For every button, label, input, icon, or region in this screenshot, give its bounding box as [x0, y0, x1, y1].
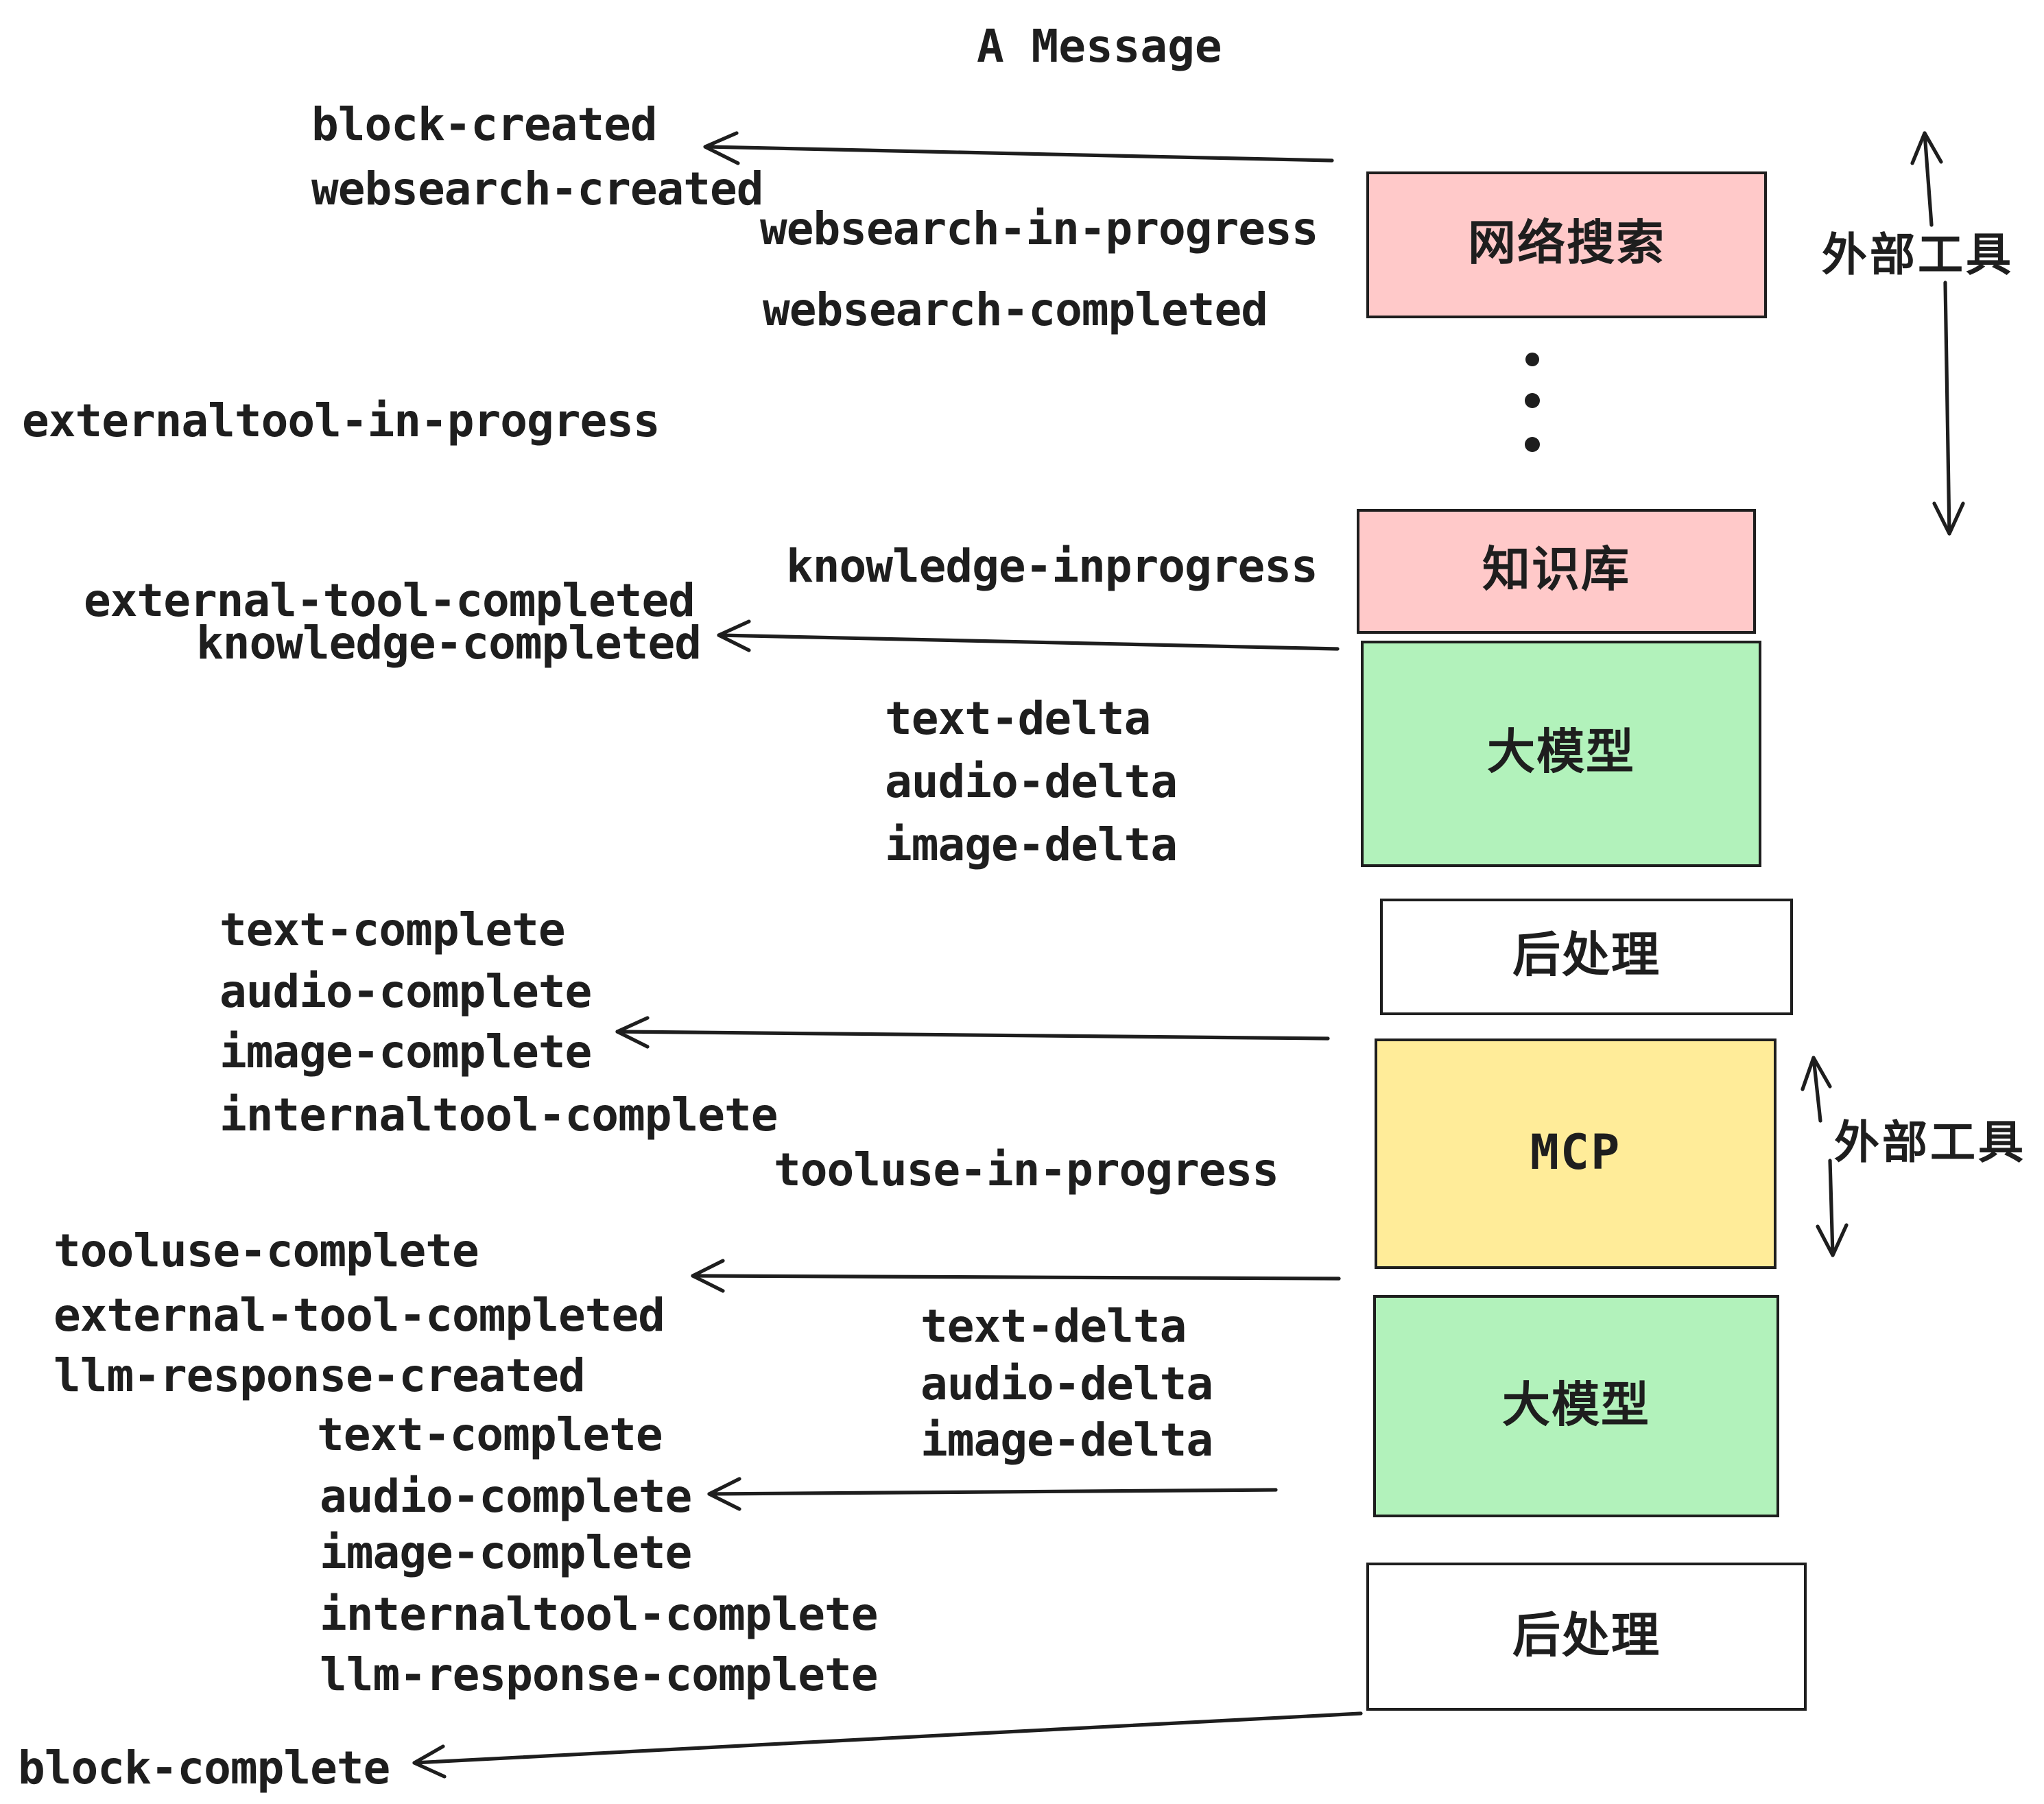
event-audio-delta: audio-delta [885, 755, 1178, 808]
external-tools-side-label-2: 外部工具 [1834, 1115, 2026, 1169]
postprocess-box-2-label: 后处理 [1512, 1609, 1661, 1663]
event-llm-response-created: llm-response-created [54, 1349, 586, 1402]
arrow-to-tooluse-complete-icon [691, 1259, 1341, 1293]
event-block-complete: block-complete [18, 1741, 390, 1794]
websearch-box-label: 网络搜索 [1467, 217, 1665, 272]
event-image-delta: image-delta [885, 818, 1178, 871]
event-text-complete-2: text-complete [317, 1408, 663, 1461]
event-websearch-created: websearch-created [311, 162, 764, 215]
event-audio-complete-2: audio-complete [320, 1469, 692, 1523]
arrow-to-knowledge-completed-icon [717, 619, 1340, 652]
event-websearch-completed: websearch-completed [763, 283, 1268, 336]
event-external-tool-completed: external-tool-completed [84, 573, 696, 627]
vertical-ellipsis-icon [1525, 353, 1540, 452]
event-externaltool-in-progress: externaltool-in-progress [22, 394, 661, 447]
event-knowledge-completed: knowledge-completed [196, 616, 702, 669]
event-image-delta-2: image-delta [920, 1413, 1213, 1467]
event-tooluse-complete: tooluse-complete [54, 1224, 479, 1277]
mcp-box-label: MCP [1530, 1126, 1621, 1180]
arrow-to-block-complete-icon [412, 1711, 1363, 1779]
mcp-external-tool-down-arrow-icon [1816, 1159, 1849, 1257]
event-internaltool-complete: internaltool-complete [219, 1088, 778, 1141]
event-tooluse-in-progress: tooluse-in-progress [774, 1143, 1279, 1196]
external-tool-down-arrow-icon [1932, 281, 1965, 536]
llm-box-2-label: 大模型 [1501, 1378, 1650, 1433]
knowledge-box: 知识库 [1357, 509, 1756, 634]
websearch-box: 网络搜索 [1366, 171, 1767, 318]
external-tools-side-label-1: 外部工具 [1822, 228, 2014, 281]
event-text-delta-2: text-delta [920, 1299, 1187, 1353]
event-external-tool-completed-2: external-tool-completed [54, 1288, 665, 1342]
postprocess-box-1-label: 后处理 [1512, 929, 1661, 984]
event-llm-response-complete: llm-response-complete [320, 1648, 878, 1701]
event-block-created: block-created [311, 97, 658, 151]
mcp-external-tool-up-arrow-icon [1801, 1056, 1832, 1123]
arrow-to-audio-complete-icon [707, 1477, 1278, 1511]
event-text-delta: text-delta [885, 691, 1151, 745]
event-image-complete: image-complete [219, 1025, 592, 1078]
event-knowledge-inprogress: knowledge-inprogress [786, 539, 1318, 593]
event-internaltool-complete-2: internaltool-complete [320, 1587, 878, 1641]
knowledge-box-label: 知识库 [1482, 543, 1630, 598]
llm-box-1-label: 大模型 [1486, 726, 1635, 781]
event-websearch-in-progress: websearch-in-progress [760, 202, 1318, 255]
event-audio-delta-2: audio-delta [920, 1357, 1213, 1410]
arrow-to-block-created-icon [703, 131, 1334, 165]
event-text-complete: text-complete [219, 903, 566, 956]
llm-box-2: 大模型 [1373, 1295, 1779, 1517]
mcp-box: MCP [1375, 1039, 1776, 1269]
page-title: A Message [977, 19, 1222, 73]
postprocess-box-2: 后处理 [1366, 1563, 1807, 1711]
event-image-complete-2: image-complete [320, 1526, 692, 1579]
event-audio-complete: audio-complete [219, 964, 592, 1018]
arrow-to-image-complete-icon [615, 1016, 1330, 1049]
postprocess-box-1: 后处理 [1380, 899, 1793, 1015]
external-tool-up-arrow-icon [1910, 131, 1943, 227]
llm-box-1: 大模型 [1361, 641, 1761, 867]
